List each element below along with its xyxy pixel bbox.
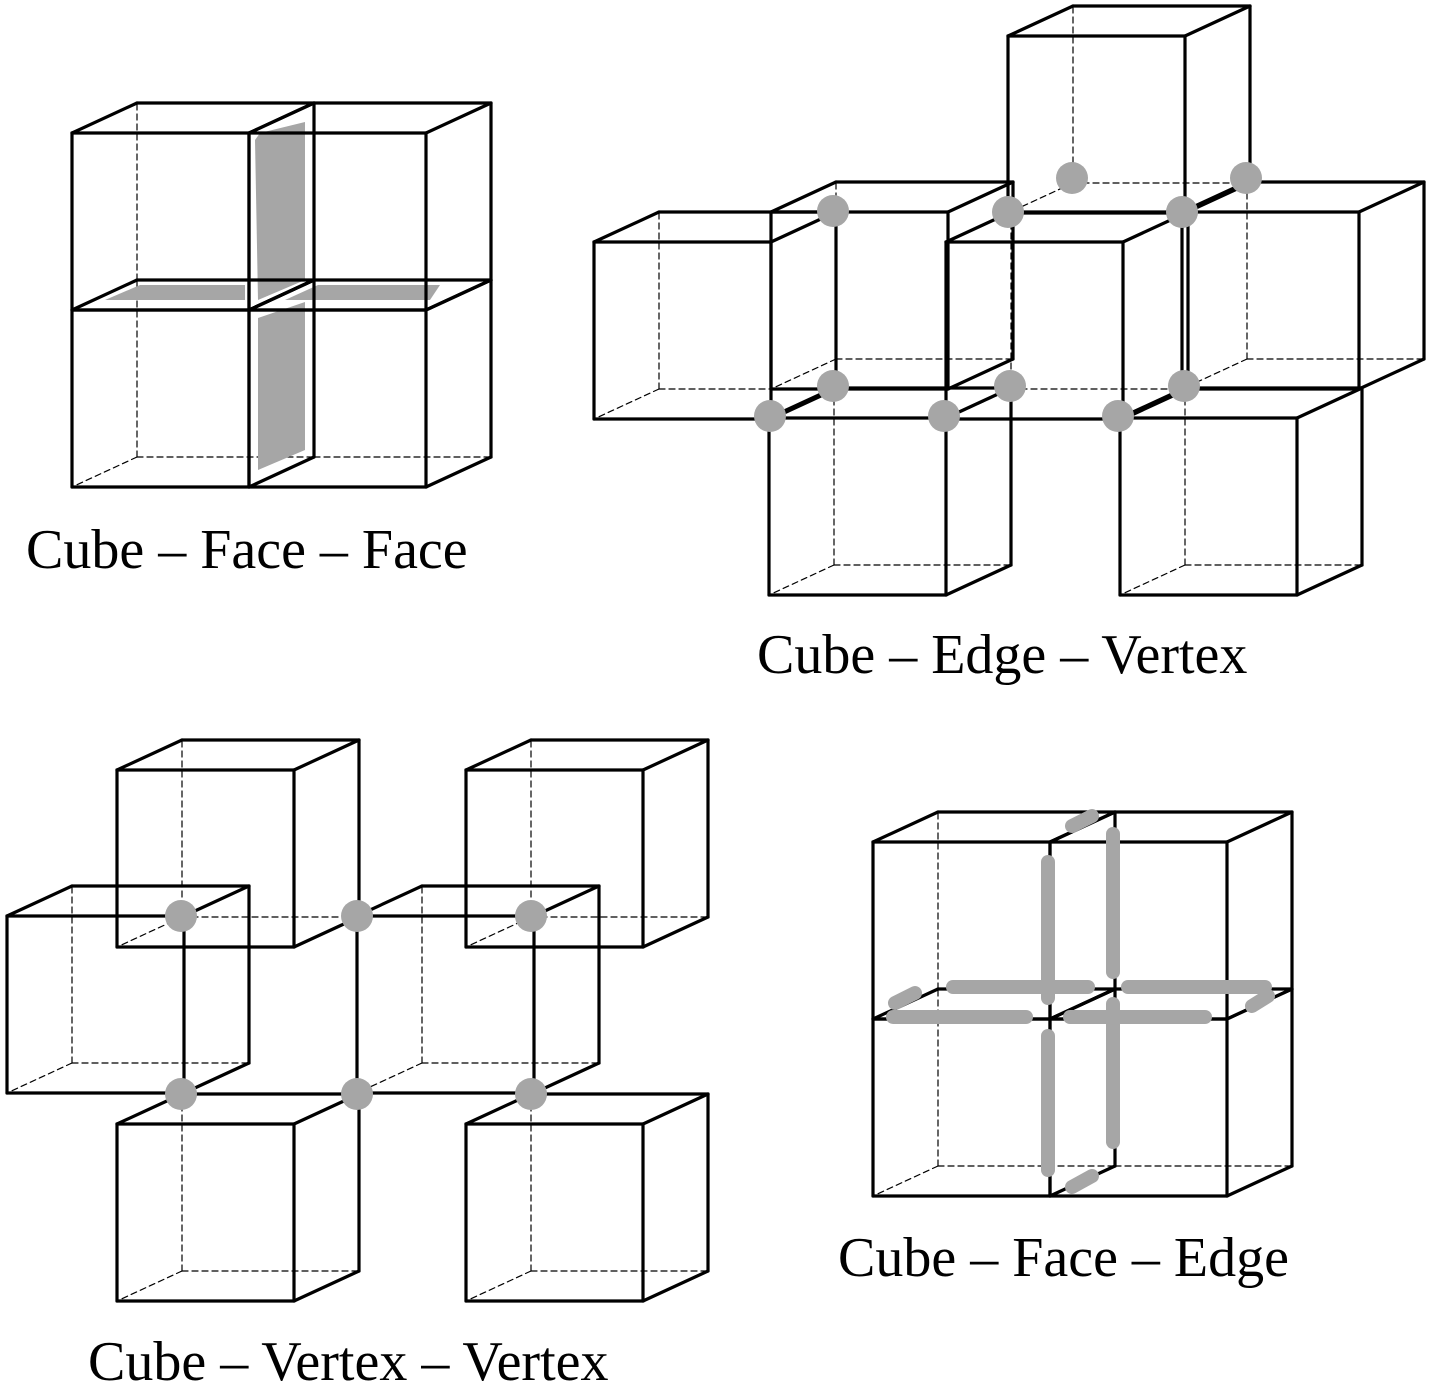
contact-vertex-dot <box>1056 162 1088 194</box>
cube-hidden-edge <box>593 388 660 420</box>
cube-edge <box>1183 4 1252 38</box>
cube-edge <box>871 810 940 844</box>
cube-edge <box>1048 987 1117 1021</box>
cube-edge <box>641 738 710 772</box>
cube-edge <box>247 278 316 312</box>
contact-vertex-dot <box>515 900 547 932</box>
contact-face-patch <box>105 285 245 300</box>
contact-highlights-over <box>165 162 1275 1194</box>
caption-cube-face-face: Cube – Face – Face <box>26 519 468 581</box>
cube-edge <box>292 1269 361 1303</box>
contact-face-patch <box>258 302 305 470</box>
cube-hidden-edge <box>465 1270 532 1302</box>
cube-edge <box>70 101 139 135</box>
contact-vertex-dot <box>817 195 849 227</box>
caption-cube-edge-vertex: Cube – Edge – Vertex <box>757 624 1248 686</box>
contact-vertex-dot <box>1166 196 1198 228</box>
cube-edge <box>592 210 661 244</box>
cube-edge <box>641 1269 710 1303</box>
contact-vertex-dot <box>817 370 849 402</box>
cube-edge <box>1357 180 1426 214</box>
cube-edge <box>1295 563 1364 597</box>
cube-hidden-edge <box>770 358 837 390</box>
cube-hidden-edge <box>872 1165 939 1197</box>
cube-edge <box>464 738 533 772</box>
contact-vertex-dot <box>992 196 1024 228</box>
contact-vertex-dot <box>165 1078 197 1110</box>
contact-highlights-under <box>105 122 440 470</box>
cube-edge <box>292 738 361 772</box>
contact-edge-bar <box>1065 809 1099 833</box>
contact-vertex-dot <box>341 900 373 932</box>
cube-edge <box>944 563 1013 597</box>
cube-hidden-edge <box>71 456 138 488</box>
cube-edge <box>424 455 493 489</box>
cube-edge <box>1006 4 1075 38</box>
contact-vertex-dot <box>928 400 960 432</box>
caption-cube-vertex-vertex: Cube – Vertex – Vertex <box>88 1331 609 1393</box>
cube-edge <box>247 455 316 489</box>
cube-edge <box>641 1092 710 1126</box>
cube-edge <box>946 180 1015 214</box>
caption-cube-face-edge: Cube – Face – Edge <box>838 1227 1289 1289</box>
contact-vertex-dot <box>754 400 786 432</box>
cube-edge <box>5 884 74 918</box>
contact-vertex-dot <box>515 1078 547 1110</box>
contact-edge-bar <box>888 986 922 1010</box>
cube-edge <box>1225 1164 1294 1198</box>
contact-face-patch <box>285 285 440 300</box>
cube-hidden-edge <box>116 1270 183 1302</box>
cube-edge <box>247 101 316 135</box>
contact-vertex-dot <box>1168 370 1200 402</box>
contact-edge-bar <box>1065 1169 1099 1194</box>
cube-hidden-edge <box>768 564 835 596</box>
cube-edge <box>1225 810 1294 844</box>
cube-edge <box>641 915 710 949</box>
cube-edge <box>1295 386 1364 420</box>
contact-vertex-dot <box>1102 400 1134 432</box>
contact-vertex-dot <box>1230 162 1262 194</box>
cube-edge <box>946 357 1015 391</box>
contact-face-patch <box>255 122 305 300</box>
cube-edge <box>115 738 184 772</box>
contact-vertex-dot <box>165 900 197 932</box>
contact-vertex-dot <box>341 1078 373 1110</box>
contact-vertex-dot <box>994 370 1026 402</box>
cube-edge <box>424 278 493 312</box>
cube-edge <box>424 101 493 135</box>
cube-edge <box>1357 357 1426 391</box>
cube-hidden-edge <box>6 1062 73 1094</box>
cube-edge <box>70 278 139 312</box>
contact-edge-bar <box>1245 989 1275 1013</box>
cube-hidden-edge <box>1119 564 1186 596</box>
cube-edge <box>769 180 838 214</box>
